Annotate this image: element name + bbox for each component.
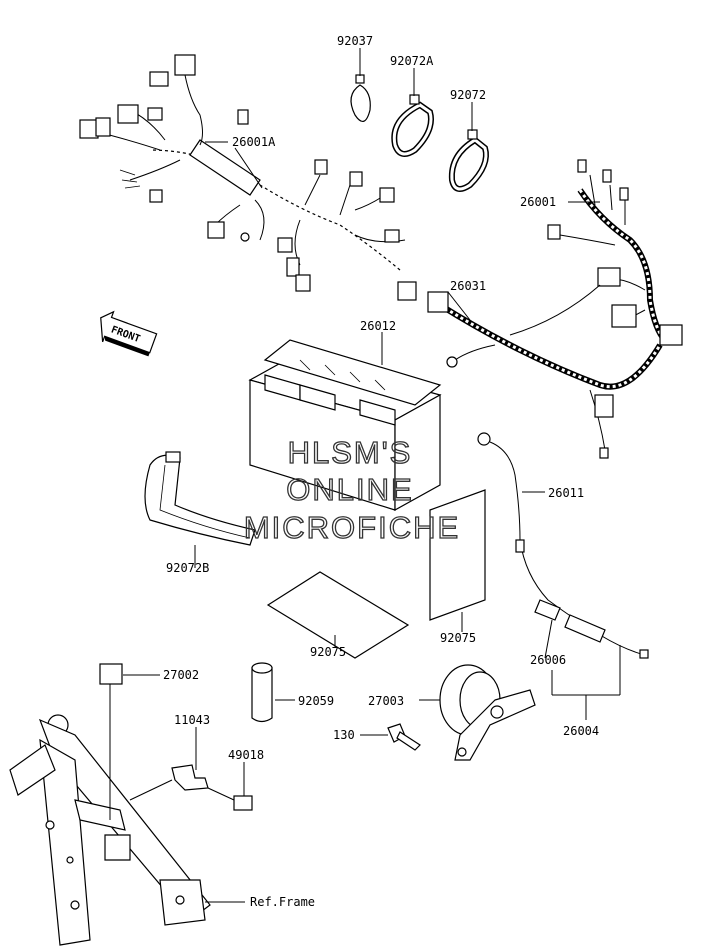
battery-26012 <box>248 339 442 512</box>
label-92059: 92059 <box>298 694 334 708</box>
main-harness-26001a <box>79 54 417 301</box>
collar-92059 <box>251 662 273 723</box>
label-92075-upright: 92075 <box>440 631 476 645</box>
label-26006: 26006 <box>530 653 566 667</box>
label-26001: 26001 <box>520 195 556 209</box>
watermark-line-2: ONLINE <box>286 472 413 507</box>
battery-band-92072b <box>144 451 256 546</box>
label-26012: 26012 <box>360 319 396 333</box>
label-26031: 26031 <box>450 279 486 293</box>
label-130: 130 <box>333 728 355 742</box>
sub-harness-26001 <box>547 159 683 346</box>
watermark-line-1: HLSM'S <box>288 435 413 470</box>
label-27002: 27002 <box>163 668 199 682</box>
bolt-130 <box>387 723 421 751</box>
watermark-line-3: MICROFICHE <box>244 510 460 545</box>
leader-lines <box>109 48 621 903</box>
relay-27002 <box>99 663 123 685</box>
relay-49018 <box>233 795 253 811</box>
clamp-92072a <box>391 94 434 157</box>
label-49018: 49018 <box>228 748 264 762</box>
label-26011: 26011 <box>548 486 584 500</box>
harness-26031 <box>427 284 663 459</box>
pad-92075-flat <box>266 571 410 659</box>
cable-26011 <box>477 432 649 659</box>
label-92072b: 92072B <box>166 561 209 575</box>
front-arrow-icon: FRONT <box>100 310 158 357</box>
frame <box>9 714 211 946</box>
label-92037: 92037 <box>337 34 373 48</box>
label-92075-flat: 92075 <box>310 645 346 659</box>
bracket-11043 <box>171 764 209 791</box>
label-27003: 27003 <box>368 694 404 708</box>
label-26004: 26004 <box>563 724 599 738</box>
clamp-92037 <box>350 74 371 122</box>
label-11043: 11043 <box>174 713 210 727</box>
label-92072: 92072 <box>450 88 486 102</box>
horn-27003 <box>439 664 536 761</box>
pad-92075-upright <box>429 489 486 621</box>
label-ref-frame: Ref.Frame <box>250 895 315 909</box>
label-92072a: 92072A <box>390 54 434 68</box>
label-26001a: 26001A <box>232 135 276 149</box>
clamp-92072 <box>448 129 489 192</box>
